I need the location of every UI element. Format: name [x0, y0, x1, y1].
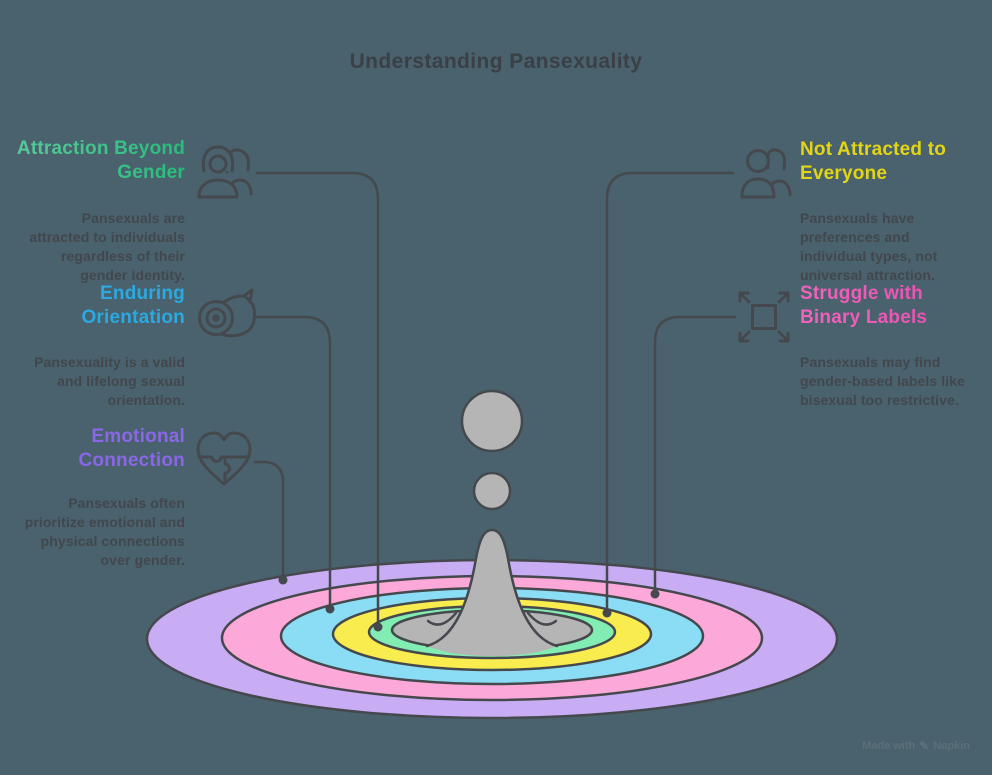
expand-arrows-icon: [738, 291, 790, 343]
connector-attraction-beyond-gender: [256, 171, 380, 624]
watermark: Made with ✎ Napkin: [862, 739, 970, 753]
droplets: [460, 389, 524, 511]
section-icons: [196, 145, 792, 486]
section-title-struggle-with-binary-labels: Struggle with Binary Labels: [800, 282, 992, 330]
connector-dot-yellow: [602, 608, 612, 618]
section-title-enduring-orientation: Enduring Orientation: [81, 283, 185, 328]
connector-enduring-orientation: [256, 315, 332, 606]
connectors: [254, 171, 736, 632]
connector-dot-pink: [650, 589, 660, 599]
pool-surface-accent-left: [426, 611, 458, 626]
droplet-small: [472, 471, 512, 511]
section-body-enduring-orientation: Pansexuality is a valid and lifelong sex…: [34, 354, 185, 408]
pool-surface-accent-right: [526, 611, 558, 626]
watermark-brand: Napkin: [933, 740, 970, 752]
connector-dot-purple: [278, 575, 288, 585]
two-people-icon: [740, 148, 792, 199]
connector-dot-cyan: [325, 604, 335, 614]
splash-column: [427, 530, 557, 656]
section-title-not-attracted-to-everyone: Not Attracted to Everyone: [800, 139, 947, 184]
section-body-not-attracted-to-everyone: Pansexuals have preferences and individu…: [800, 210, 938, 283]
connector-struggle-with-binary-labels: [653, 315, 736, 591]
section-body-struggle-with-binary-labels: Pansexuals may find gender-based labels …: [800, 354, 966, 408]
tape-roll-icon: [198, 288, 257, 338]
splash: [425, 528, 559, 656]
heart-puzzle-icon: [196, 431, 252, 486]
section-title-emotional-connection: Emotional Connection: [78, 426, 185, 471]
splash-column-outline: [425, 528, 559, 648]
napkin-pen-icon: ✎: [919, 739, 930, 753]
connector-emotional-connection: [254, 460, 285, 577]
section-title-attraction-beyond-gender: Attraction Beyond Gender: [0, 137, 185, 185]
page-title: Understanding Pansexuality: [349, 50, 643, 73]
two-women-icon: [197, 145, 253, 199]
section-body-emotional-connection: Pansexuals often prioritize emotional an…: [24, 495, 185, 568]
droplet-large: [460, 389, 524, 453]
section-body-attraction-beyond-gender: Pansexuals are attracted to individuals …: [29, 210, 185, 283]
watermark-made-with: Made with: [862, 740, 916, 752]
connector-not-attracted-to-everyone: [605, 171, 734, 610]
connector-dot-green: [373, 622, 383, 632]
